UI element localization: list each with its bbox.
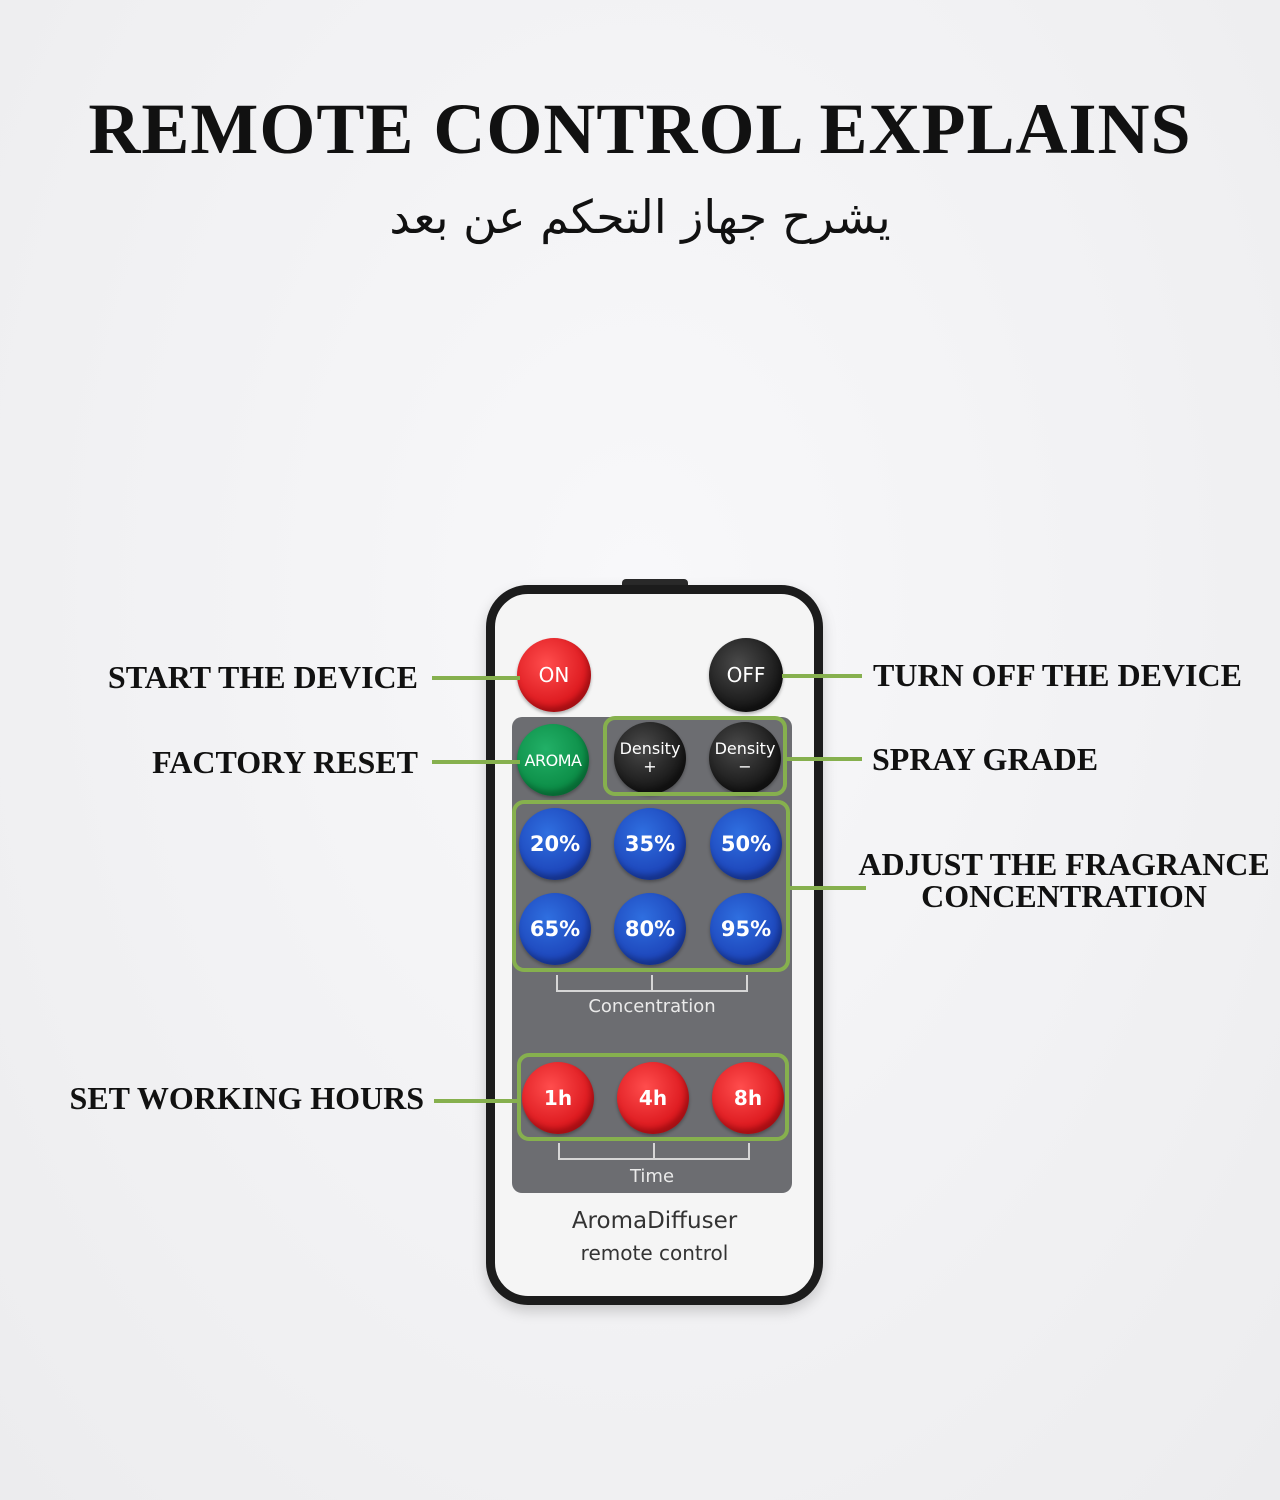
concentration-highlight-box <box>512 800 790 972</box>
concentration-bracket-right <box>746 975 748 991</box>
adjust-fragrance-label-line2: CONCENTRATION <box>921 878 1207 914</box>
time-bracket-bar <box>558 1158 750 1160</box>
factory-reset-label: FACTORY RESET <box>152 744 418 780</box>
time-highlight-box <box>517 1053 789 1141</box>
plus-icon: + <box>643 757 657 776</box>
concentration-65-button[interactable]: 65% <box>519 893 591 965</box>
time-caption: Time <box>629 1166 675 1187</box>
concentration-bracket-bar <box>556 990 748 992</box>
turn-off-device-label: TURN OFF THE DEVICE <box>873 657 1242 693</box>
page-title: REMOTE CONTROL EXPLAINS <box>88 89 1192 169</box>
spray-grade-label: SPRAY GRADE <box>872 741 1099 777</box>
reset-connector-line <box>432 760 520 764</box>
time-bracket-left <box>558 1143 560 1159</box>
concentration-35-button[interactable]: 35% <box>614 808 686 880</box>
density-plus-button[interactable]: Density + <box>614 722 686 794</box>
start-connector-line <box>432 676 520 680</box>
adjust-fragrance-label-line1: ADJUST THE FRAGRANCE <box>858 846 1270 882</box>
brand-name: AromaDiffuser <box>571 1208 738 1234</box>
set-working-hours-label: SET WORKING HOURS <box>69 1080 424 1116</box>
concentration-caption: Concentration <box>588 996 716 1017</box>
concentration-bracket-mid <box>651 975 653 991</box>
page-subtitle-arabic: يشرح جهاز التحكم عن بعد <box>389 190 891 244</box>
density-minus-button[interactable]: Density − <box>709 722 781 794</box>
adjust-connector-line <box>790 886 866 890</box>
time-bracket-mid <box>653 1143 655 1159</box>
density-plus-label: Density <box>619 739 681 759</box>
concentration-80-button[interactable]: 80% <box>614 893 686 965</box>
brand-subtitle: remote control <box>580 1241 729 1265</box>
on-button[interactable]: ON <box>517 638 591 712</box>
spray-connector-line <box>787 757 862 761</box>
off-button[interactable]: OFF <box>709 638 783 712</box>
time-bracket-right <box>748 1143 750 1159</box>
time-8h-button[interactable]: 8h <box>712 1062 784 1134</box>
hours-connector-line <box>434 1099 520 1103</box>
concentration-20-button[interactable]: 20% <box>519 808 591 880</box>
density-minus-label: Density <box>714 739 776 759</box>
concentration-50-button[interactable]: 50% <box>710 808 782 880</box>
remote-notch <box>622 579 688 587</box>
off-connector-line <box>782 674 862 678</box>
concentration-bracket-left <box>556 975 558 991</box>
time-4h-button[interactable]: 4h <box>617 1062 689 1134</box>
aroma-button[interactable]: AROMA <box>517 724 589 796</box>
minus-icon: − <box>738 757 752 776</box>
concentration-95-button[interactable]: 95% <box>710 893 782 965</box>
density-highlight-box <box>603 716 787 796</box>
start-device-label: START THE DEVICE <box>107 659 418 695</box>
time-1h-button[interactable]: 1h <box>522 1062 594 1134</box>
